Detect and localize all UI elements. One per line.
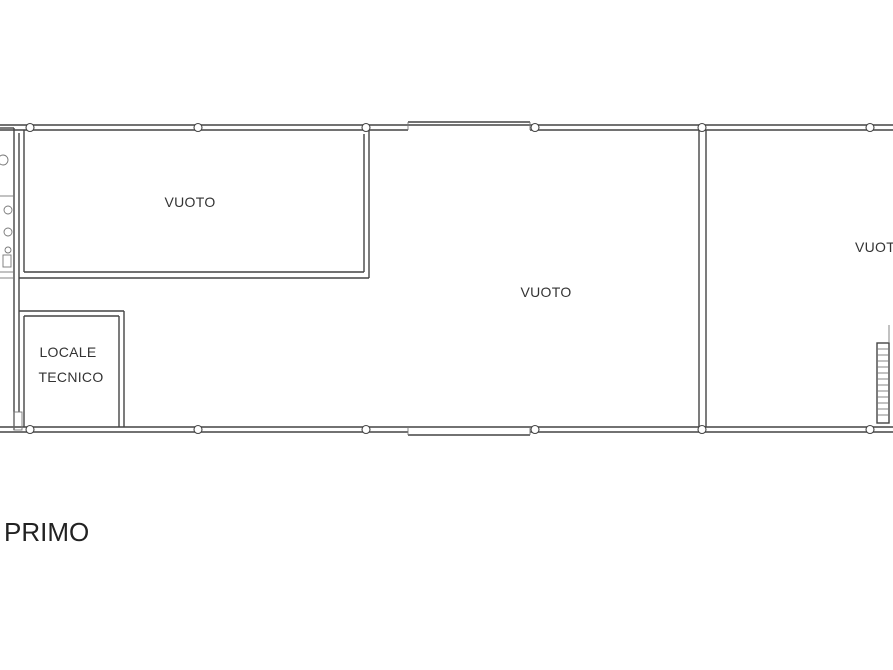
column: [865, 122, 875, 133]
column: [193, 424, 203, 435]
columns: [25, 122, 875, 435]
room-label-tecnico: TECNICO: [38, 369, 103, 385]
column: [697, 424, 707, 435]
room-label-vuoto-left: VUOTO: [164, 194, 215, 210]
room-label-vuoto-center: VUOTO: [520, 284, 571, 300]
column: [361, 424, 371, 435]
locale-tecnico-walls: [19, 310, 125, 427]
column: [193, 122, 203, 133]
vuoto-left-walls: [19, 130, 370, 279]
left-utility-strip: [0, 127, 23, 431]
top-wall: [0, 121, 893, 131]
bottom-wall: [0, 426, 893, 436]
stairs: [876, 325, 890, 424]
column: [530, 424, 540, 435]
column: [697, 122, 707, 133]
column: [25, 122, 35, 133]
column: [530, 122, 540, 133]
floor-title: PRIMO: [4, 517, 89, 547]
column: [25, 424, 35, 435]
column: [865, 424, 875, 435]
column: [361, 122, 371, 133]
room-label-vuoto-right: VUOTO: [855, 239, 893, 255]
room-label-locale: LOCALE: [39, 344, 96, 360]
central-partition: [698, 130, 707, 427]
